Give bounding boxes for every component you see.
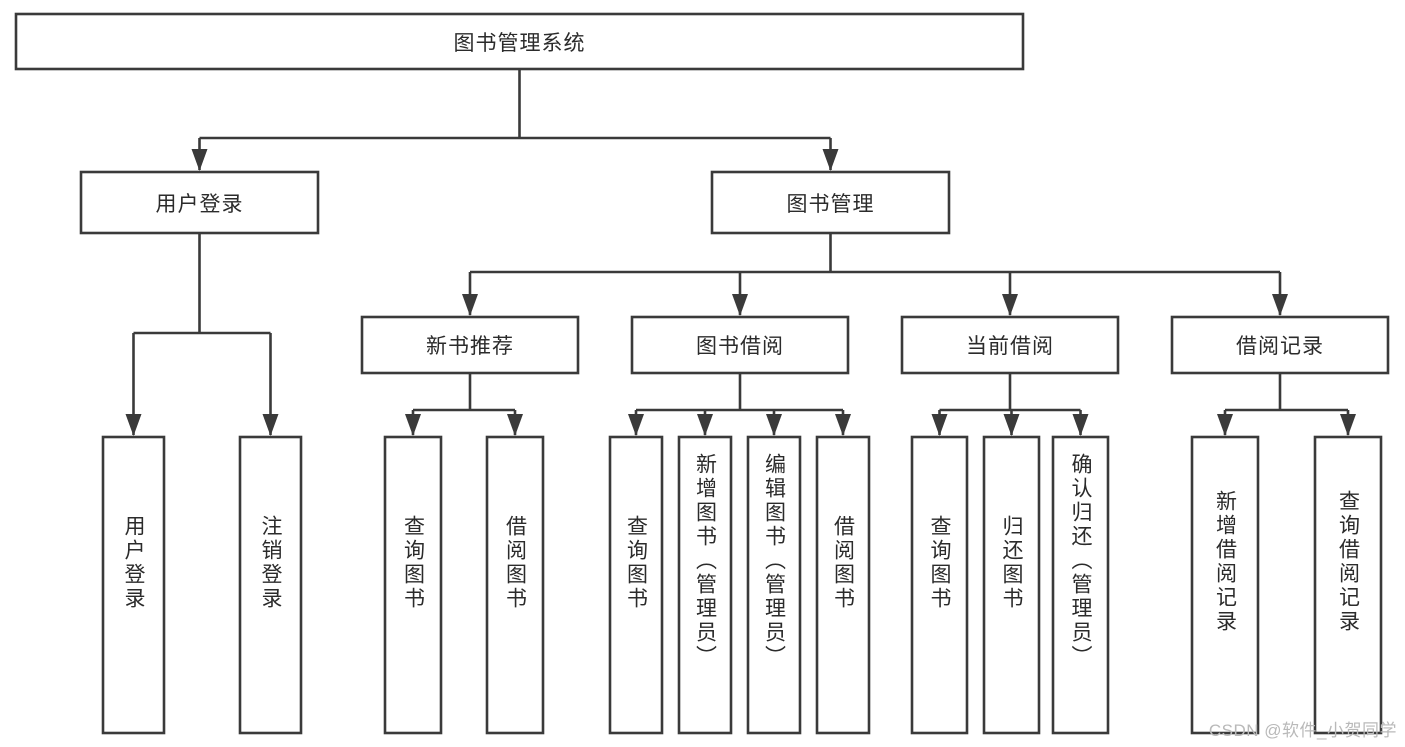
node-box-borrow-book-1[interactable]	[485, 435, 545, 735]
node-box-borrow-record[interactable]	[1170, 315, 1390, 375]
node-box-query-book-2[interactable]	[608, 435, 664, 735]
arrow-head-current-borrow-0	[931, 414, 948, 436]
arrow-head-book-manage-0	[462, 294, 478, 316]
node-box-user-login[interactable]	[79, 170, 320, 235]
arrow-head-book-manage-3	[1272, 294, 1288, 316]
node-box-current-borrow[interactable]	[900, 315, 1120, 375]
node-box-query-borrow-record[interactable]	[1313, 435, 1383, 735]
arrow-head-root-0	[191, 149, 208, 171]
arrow-head-book-borrow-0	[628, 414, 644, 436]
node-box-add-borrow-record[interactable]	[1190, 435, 1260, 735]
node-box-query-book-3[interactable]	[910, 435, 969, 735]
arrow-head-root-1	[822, 149, 839, 171]
node-box-confirm-return[interactable]	[1051, 435, 1110, 735]
arrow-head-user-login-1	[262, 414, 279, 436]
node-box-return-book[interactable]	[982, 435, 1041, 735]
node-box-root[interactable]	[14, 12, 1025, 71]
node-box-add-book[interactable]	[677, 435, 733, 735]
node-box-user-login-do[interactable]	[101, 435, 166, 735]
node-box-query-book-1[interactable]	[383, 435, 443, 735]
node-box-borrow-book-2[interactable]	[815, 435, 871, 735]
connectors-layer	[125, 69, 1356, 436]
arrow-head-book-manage-1	[732, 294, 748, 316]
watermark: CSDN @软件_小贺同学	[1208, 721, 1397, 740]
arrow-head-book-borrow-2	[766, 414, 782, 436]
boxes-layer	[14, 12, 1390, 735]
node-box-book-manage[interactable]	[710, 170, 951, 235]
arrow-head-current-borrow-2	[1072, 414, 1089, 436]
arrow-head-new-book-rec-1	[507, 414, 523, 436]
arrow-head-new-book-rec-0	[405, 414, 421, 436]
arrow-head-book-borrow-3	[835, 414, 851, 436]
node-box-book-borrow[interactable]	[630, 315, 850, 375]
arrow-head-borrow-record-1	[1340, 414, 1356, 436]
node-box-edit-book[interactable]	[746, 435, 802, 735]
arrow-head-book-borrow-1	[697, 414, 713, 436]
arrow-head-book-manage-2	[1002, 294, 1018, 316]
node-box-new-book-rec[interactable]	[360, 315, 580, 375]
arrow-head-borrow-record-0	[1217, 414, 1233, 436]
arrow-head-current-borrow-1	[1003, 414, 1020, 436]
node-box-user-logout[interactable]	[238, 435, 303, 735]
arrow-head-user-login-0	[125, 414, 142, 436]
